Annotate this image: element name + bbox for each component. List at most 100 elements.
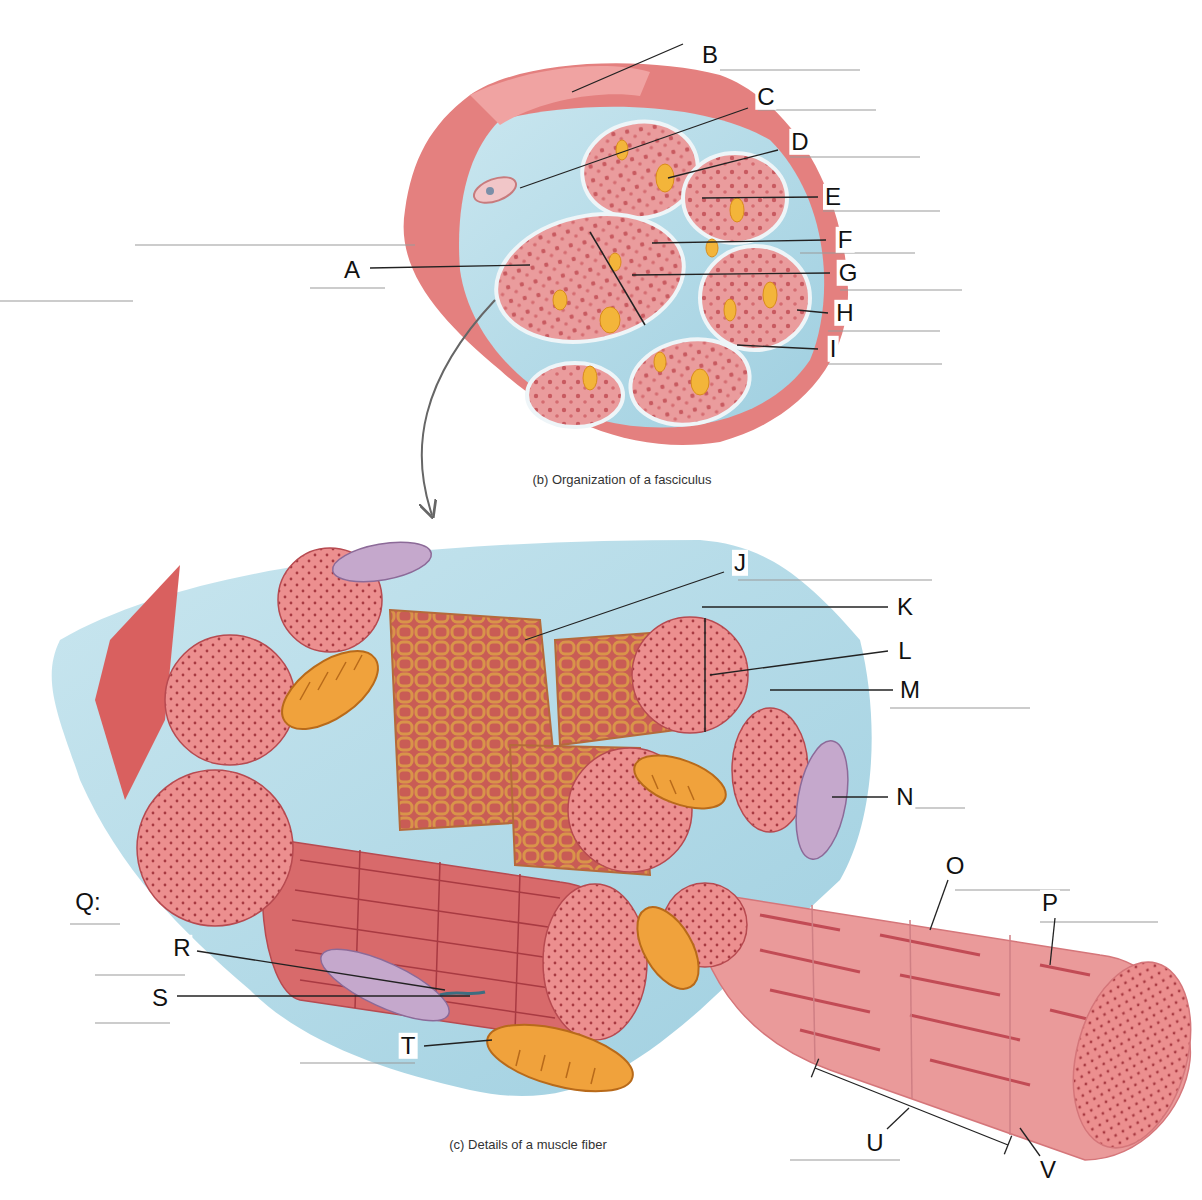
mitochondrion [627, 745, 732, 819]
muscle-fiber-drawing [52, 536, 1202, 1161]
fasciculus-drawing [700, 246, 810, 350]
cristae [652, 775, 694, 800]
myofilament [770, 990, 870, 1012]
callout-letter: F [836, 227, 855, 253]
leader-line [652, 240, 826, 243]
nucleus [330, 536, 435, 589]
answer-line [0, 70, 1158, 1160]
leader-line [177, 995, 470, 996]
answer-line [300, 1062, 415, 1063]
leader-line [702, 606, 888, 607]
leader-line [520, 108, 748, 188]
myofibril-diameter-line [704, 618, 706, 732]
callout-letter: A [342, 257, 362, 283]
answer-line [310, 287, 385, 288]
zoom-arrow [422, 300, 495, 515]
muscle-fiber-drawing [165, 635, 295, 765]
sarcomere-bracket [811, 1059, 1011, 1155]
answer-line [70, 923, 120, 924]
callout-letter: D [789, 129, 810, 155]
myofilament [900, 975, 1000, 995]
capillary [724, 299, 736, 321]
answer-line [840, 289, 962, 290]
muscle-fiber-drawing [137, 770, 293, 926]
capillary [656, 164, 674, 192]
z-disc [910, 920, 912, 1098]
fasciculus-drawing [470, 66, 650, 125]
callout-letter: N [894, 784, 915, 810]
answer-line [828, 363, 942, 364]
leader-line [1020, 1128, 1040, 1156]
callout-letter: Q: [73, 889, 102, 915]
capillary [553, 140, 777, 395]
blood-vessel [486, 187, 494, 195]
answer-line [823, 210, 940, 211]
callout-letter: H [834, 300, 855, 326]
mitochondrion [480, 1012, 639, 1105]
fasciculus-drawing [404, 63, 848, 445]
answer-line [800, 252, 915, 253]
leader-line [770, 689, 893, 690]
callout-letter: U [864, 1130, 885, 1156]
capillary [600, 307, 620, 333]
leader-line [737, 345, 818, 349]
leader-line [370, 265, 530, 268]
callout-letter: R [171, 935, 192, 961]
myofilament [760, 950, 860, 972]
fasciculus-drawing [484, 198, 696, 359]
callout-letter: V [1038, 1157, 1058, 1183]
leader-line [797, 310, 828, 313]
leader-line [887, 1108, 909, 1129]
answer-line [828, 330, 940, 331]
mitochondrion [625, 897, 712, 999]
myofilament [930, 1060, 1030, 1085]
callout-letter: M [898, 677, 922, 703]
leader-line [710, 651, 888, 675]
answer-line [1040, 921, 1158, 922]
cristae [516, 1050, 595, 1084]
capillary [654, 352, 666, 372]
callout-letter: O [944, 853, 967, 879]
leader-line [572, 44, 683, 92]
leader-line [525, 572, 724, 640]
myofilament [760, 915, 840, 930]
t-tubule [440, 992, 485, 995]
callout-letter: G [837, 260, 860, 286]
mitochondrion [269, 636, 391, 745]
myofilament [1040, 965, 1090, 975]
answer-line [790, 156, 920, 157]
callout-letter: C [755, 84, 776, 110]
callout-letter: S [150, 985, 170, 1011]
cristae [300, 655, 362, 700]
panel-caption: (c) Details of a muscle fiber [447, 1138, 609, 1152]
leader-line [930, 880, 948, 930]
muscle-fiber-drawing [543, 884, 647, 1040]
leader-line [177, 44, 1055, 1156]
leader-line [832, 796, 888, 797]
striation [515, 874, 520, 1032]
answer-line [790, 1159, 900, 1160]
z-disc [1009, 935, 1011, 1135]
panel-caption: (b) Organization of a fasciculus [530, 473, 713, 487]
muscle-fiber-drawing [1054, 949, 1202, 1161]
blood-vessel [471, 172, 520, 208]
sarcomere-bracket [811, 1059, 818, 1078]
striation [295, 890, 555, 928]
mitochondrion [269, 636, 733, 1105]
nucleus [312, 536, 856, 1035]
leader-line [1050, 918, 1055, 965]
capillary [616, 140, 628, 160]
leader-line [668, 150, 778, 178]
answer-line [0, 300, 133, 301]
leader-line [197, 951, 445, 990]
callout-letter: I [828, 336, 839, 362]
answer-line [135, 244, 415, 245]
fasciculus-drawing [624, 330, 757, 434]
callout-letter: L [896, 638, 913, 664]
fiber-diameter-line [590, 232, 645, 325]
leader-line [702, 197, 818, 198]
callout-letter: K [895, 594, 915, 620]
myofilament [800, 1030, 880, 1050]
